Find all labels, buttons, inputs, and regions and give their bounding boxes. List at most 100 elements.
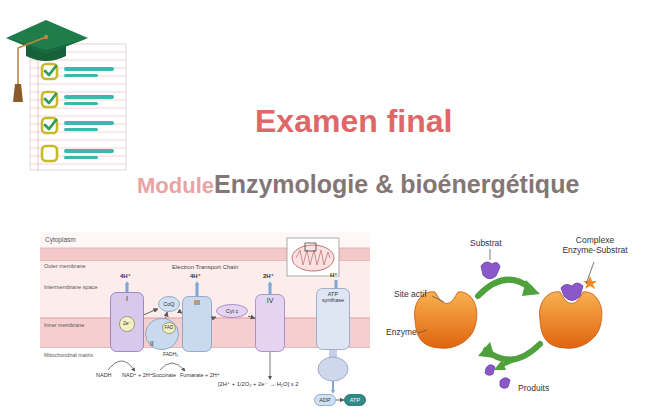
molecule-label: NAD⁺ + 2H⁺	[122, 372, 153, 378]
checklist-icon	[30, 84, 126, 85]
etc-illustration	[292, 245, 334, 271]
checklist-icon	[30, 52, 126, 164]
graduation-cap	[13, 84, 23, 102]
molecule-pill: ATP	[344, 394, 366, 406]
electron-circle-outline	[120, 317, 135, 332]
molecule-label: Succinate	[152, 372, 176, 378]
etc-illustration	[108, 361, 134, 370]
molecule-label: Fumarate + 2H⁺	[180, 372, 220, 378]
electron-arrow	[212, 317, 216, 318]
enzyme-illustration	[481, 262, 500, 279]
node-label: ADP	[319, 397, 330, 403]
proton-label: 2H⁺	[263, 273, 274, 280]
checklist-icon	[64, 95, 114, 99]
complex-box-outline	[111, 293, 144, 352]
checklist-icon	[45, 94, 56, 103]
enzyme-illustration	[418, 249, 594, 333]
enzyme-illustration	[586, 262, 594, 284]
proton-label: H⁺	[330, 272, 338, 279]
node-label: 2e⁻	[123, 321, 131, 327]
electron-arrow	[166, 312, 167, 318]
checklist-icon	[64, 149, 114, 153]
checklist-icon	[64, 74, 98, 77]
checklist-icon	[42, 64, 57, 79]
electron-arrow	[336, 400, 344, 401]
checklist-icon	[30, 140, 126, 141]
checklist-icon	[64, 121, 114, 125]
node-label: CoQ	[163, 301, 174, 307]
checklist-icon	[42, 92, 57, 107]
etc-illustration	[296, 250, 330, 265]
enzyme-illustration	[432, 296, 444, 302]
checklist-icon	[64, 156, 98, 159]
complex-box: II FAD	[145, 318, 179, 350]
node-text: Cyt c	[216, 304, 248, 318]
enzyme-illustration	[522, 280, 540, 296]
node-text: II	[145, 318, 179, 350]
node-label: II	[146, 340, 154, 347]
node-label: ATP synthase	[317, 291, 349, 303]
node-text: FAD	[162, 322, 176, 334]
checklist-icon	[30, 44, 126, 170]
checklist-icon	[64, 102, 98, 105]
electron-circle: 2e⁻	[119, 316, 135, 332]
cofactor-circle: FAD	[162, 322, 176, 334]
region-label: Intermembrane space	[44, 284, 98, 290]
enzyme-illustration	[478, 342, 495, 358]
part-label: Enzyme	[386, 328, 417, 338]
etc-illustration	[40, 232, 370, 412]
region-label: Outer membrane	[44, 263, 86, 269]
region-label: Inner membrane	[44, 322, 84, 328]
complex-box-outline	[183, 297, 212, 352]
module-label: Module:	[137, 173, 221, 198]
etc-illustration	[196, 283, 199, 296]
checklist-icon	[64, 67, 114, 71]
carrier-oval-outline	[217, 305, 248, 318]
equation-label: [2H⁺ + 1/2O₂ + 2e⁻ → H₂O] x 2	[218, 381, 299, 388]
region-label: Cytoplasm	[45, 236, 76, 243]
node-label: Cyt c	[226, 308, 239, 314]
graduation-cap	[44, 35, 48, 39]
checklist-icon	[42, 64, 57, 161]
graduation-cap	[18, 37, 46, 84]
enzyme-illustration	[561, 283, 583, 301]
etc-illustration	[270, 352, 271, 378]
molecule-label: NADH	[96, 372, 112, 378]
synthase-box: ATP synthase	[316, 288, 350, 350]
etc-illustration	[318, 357, 348, 381]
complex-box: IV	[255, 294, 285, 352]
node-text: ATP	[344, 394, 366, 406]
molecule-label: FADH₂	[163, 352, 178, 358]
checklist-icon	[42, 118, 57, 133]
node-label: ATP	[350, 397, 360, 403]
etc-illustration	[305, 243, 316, 251]
enzyme-illustration	[540, 283, 602, 348]
region-label: Mitochondrial matrix	[44, 352, 93, 358]
part-label: Complexe Enzyme-Substrat	[560, 236, 630, 256]
checklist-icon	[45, 120, 56, 129]
electron-arrow	[180, 312, 182, 313]
node-label: I	[126, 295, 128, 303]
proton-label: 4H⁺	[190, 273, 201, 280]
enzyme-illustration	[494, 360, 506, 370]
synthase-box-outline	[317, 289, 350, 350]
etc-illustration	[40, 348, 370, 412]
electron-arrow	[144, 309, 158, 315]
checklist-icon	[38, 44, 39, 170]
etc-illustration	[269, 283, 272, 294]
proton-label: 4H⁺	[120, 273, 131, 280]
enzyme-illustration	[418, 330, 427, 333]
etc-illustration	[127, 283, 270, 296]
enzyme-illustration	[478, 280, 530, 296]
part-label: Produits	[518, 384, 549, 394]
graduation-cap	[6, 20, 88, 102]
molecule-pill-outline	[345, 395, 366, 406]
enzyme-illustration	[415, 292, 477, 349]
part-label: Site actif	[394, 290, 427, 300]
electron-arrow	[248, 316, 255, 318]
complex-box-outline	[146, 319, 179, 350]
